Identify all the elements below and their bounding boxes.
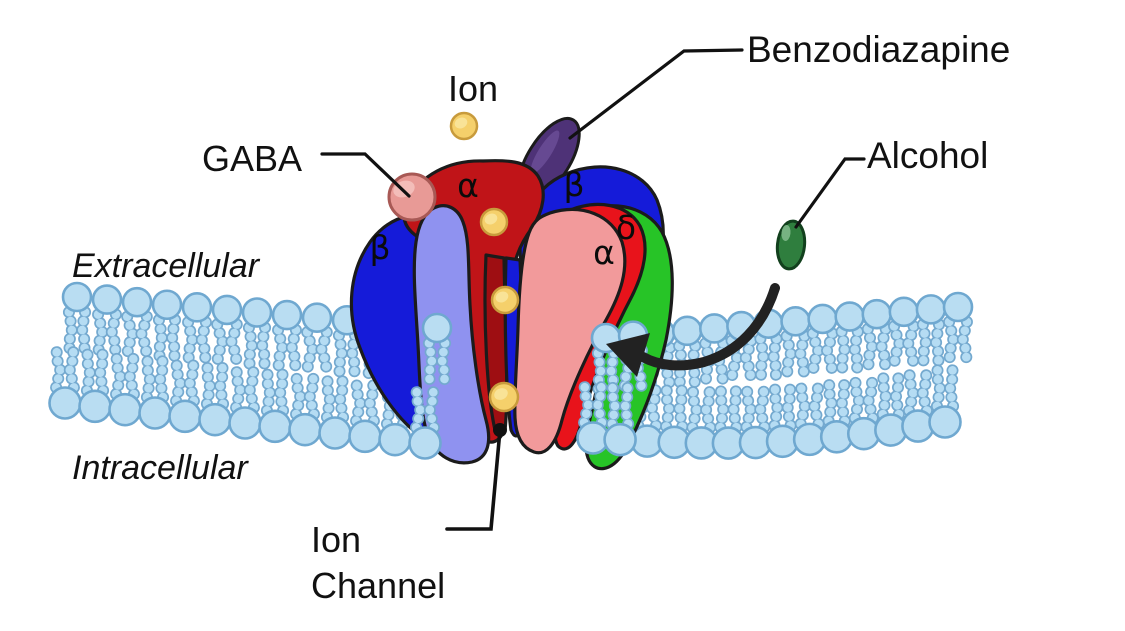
lipid	[301, 302, 333, 378]
lipid	[288, 368, 322, 447]
lipid	[78, 345, 112, 424]
alcohol-arrow-curve	[638, 283, 780, 371]
benzodiazepine-leader-line	[568, 48, 744, 140]
ion-particle	[488, 381, 520, 413]
lipid	[576, 377, 610, 455]
lipid	[901, 365, 935, 443]
intracellular-label: Intracellular	[72, 449, 249, 487]
lipid	[671, 315, 703, 392]
subunit-alpha-right-label: α	[593, 233, 615, 272]
gaba-label: GABA	[202, 138, 302, 179]
lipid	[928, 361, 962, 439]
lipid	[846, 372, 881, 451]
lipid	[780, 306, 811, 382]
alcohol-molecule	[775, 219, 807, 271]
lipid	[271, 299, 303, 376]
lipid	[151, 289, 183, 366]
subunit-beta-left-label: β	[369, 228, 390, 267]
ion-channel-leader-line	[445, 428, 502, 531]
lipid	[168, 355, 202, 434]
subunit-beta-right-label: β	[563, 165, 584, 204]
lipid	[241, 297, 273, 373]
lipid	[765, 380, 800, 459]
ion-particle	[449, 111, 479, 141]
lipid	[138, 352, 172, 430]
alcohol-arrowhead-icon	[606, 333, 650, 377]
lipid	[61, 281, 93, 358]
benzodiazepine-label: Benzodiazapine	[747, 29, 1010, 70]
lipid	[792, 378, 827, 457]
molecules	[387, 111, 807, 413]
lipid	[942, 291, 974, 368]
lipid	[318, 372, 352, 450]
lipid	[711, 382, 746, 460]
annotations: Ion Benzodiazapine GABA Alcohol Extracel…	[72, 29, 1010, 606]
gaba-leader-line	[320, 152, 411, 198]
lipid	[181, 292, 213, 368]
lipid	[603, 378, 637, 457]
ion-particle	[479, 207, 509, 237]
lipid	[421, 312, 453, 389]
alcohol-label: Alcohol	[867, 135, 988, 176]
lipid	[819, 375, 854, 454]
ion-particle	[490, 285, 520, 315]
lipid	[806, 303, 839, 380]
lipid	[348, 375, 382, 454]
lipid	[738, 381, 773, 460]
lipid	[198, 358, 232, 437]
gaba-molecule	[387, 172, 437, 222]
lipid	[408, 382, 442, 460]
lipid	[874, 369, 908, 447]
lipid	[657, 381, 692, 460]
lipid	[48, 342, 82, 420]
lipid	[861, 298, 893, 375]
lipid	[834, 301, 865, 377]
lipid	[211, 294, 243, 371]
lipid	[684, 381, 719, 460]
lipid	[888, 296, 920, 373]
lipid	[915, 294, 947, 370]
ion-channel-dot	[493, 423, 507, 437]
subunit-front-right	[513, 207, 627, 455]
lipid	[91, 284, 123, 360]
extracellular-label: Extracellular	[72, 247, 261, 285]
lipid	[108, 348, 142, 427]
ion-channel-label-line1: Ion	[311, 519, 361, 560]
lipid	[228, 362, 262, 440]
lipid-bilayer	[48, 281, 974, 460]
alcohol-leader-line	[794, 157, 866, 229]
subunit-alpha-left-label: α	[457, 166, 479, 205]
lipid	[121, 286, 153, 363]
subunit-delta-label: δ	[616, 208, 636, 247]
lipid	[258, 365, 292, 444]
ion-label: Ion	[448, 68, 498, 109]
ion-channel-label-line2: Channel	[311, 565, 445, 606]
